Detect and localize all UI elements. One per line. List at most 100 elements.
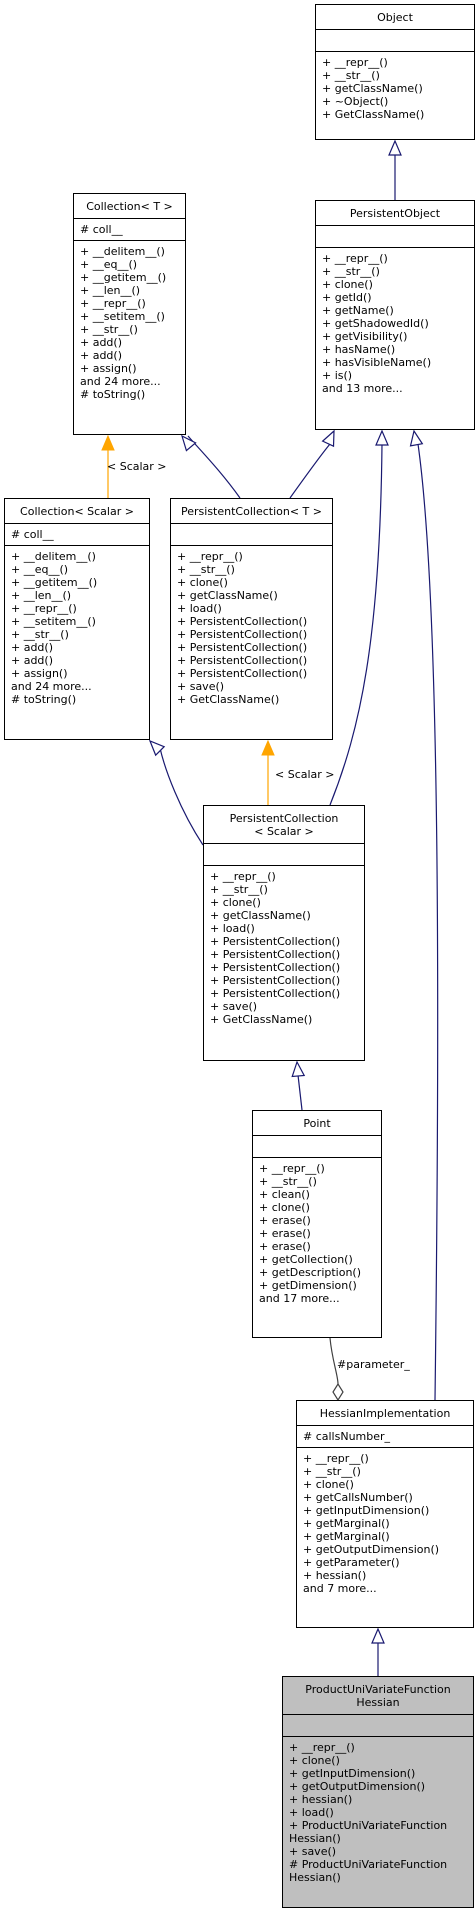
method-row: + getCallsNumber()	[303, 1491, 413, 1504]
method-row: + ~Object()	[322, 95, 389, 108]
class-point[interactable]: Point + __repr__()+ __str__()+ clean()+ c…	[252, 1110, 382, 1338]
method-row: + add()	[11, 654, 54, 667]
method-row: + load()	[177, 602, 222, 615]
class-attributes: # coll__	[74, 219, 185, 241]
method-row: + __repr__()	[322, 56, 388, 69]
method-row: + assign()	[80, 362, 137, 375]
method-row: + save()	[177, 680, 225, 693]
method-row: + PersistentCollection()	[210, 987, 341, 1000]
method-row: + erase()	[259, 1240, 311, 1253]
method-row: + __str__()	[303, 1465, 361, 1478]
class-title-line: PersistentObject	[349, 207, 441, 220]
method-row: + getMarginal()	[303, 1517, 390, 1530]
inheritance-arrowhead	[321, 429, 335, 448]
class-title-line: PersistentCollection< T >	[181, 505, 322, 518]
class-title-line: Point	[303, 1117, 331, 1130]
class-collection-scalar[interactable]: Collection< Scalar ># coll__+ __delitem_…	[4, 498, 150, 740]
class-object[interactable]: Object+ __repr__()+ __str__()+ getClassN…	[315, 4, 475, 140]
method-row: + getInputDimension()	[303, 1504, 430, 1517]
method-row: + PersistentCollection()	[210, 948, 341, 961]
method-row: + __str__()	[322, 265, 380, 278]
class-title: PersistentObject	[316, 201, 474, 226]
method-row: + __setitem__()	[11, 615, 96, 628]
class-attributes	[253, 1136, 381, 1158]
method-row: # ProductUniVariateFunction	[289, 1858, 448, 1871]
class-methods: + __delitem__()+ __eq__()+ __getitem__()…	[74, 241, 185, 405]
class-attributes: # coll__	[5, 524, 149, 546]
class-attributes	[316, 226, 474, 248]
method-row: + clean()	[259, 1188, 310, 1201]
class-title: Collection< T >	[74, 194, 185, 219]
class-methods: + __repr__()+ __str__()+ clone()+ getCla…	[171, 546, 332, 710]
method-row: + __repr__()	[210, 870, 276, 883]
method-row: + __repr__()	[289, 1741, 355, 1754]
class-attributes	[283, 1715, 473, 1737]
method-row: + __repr__()	[259, 1162, 325, 1175]
method-row: + PersistentCollection()	[210, 935, 341, 948]
class-title-line: Object	[377, 11, 413, 24]
method-row: + getShadowedId()	[322, 317, 429, 330]
method-row: + assign()	[11, 667, 68, 680]
method-row: + __repr__()	[303, 1452, 369, 1465]
class-title-line: HessianImplementation	[319, 1407, 451, 1420]
method-row: + getInputDimension()	[289, 1767, 416, 1780]
class-methods: + __repr__()+ __str__()+ clone()+ getCla…	[204, 866, 364, 1030]
method-row: + clone()	[322, 278, 373, 291]
method-row: + __eq__()	[11, 563, 69, 576]
method-row: + PersistentCollection()	[177, 641, 308, 654]
method-row: + clone()	[177, 576, 228, 589]
template-arrowhead	[261, 739, 275, 756]
attribute-row: # coll__	[80, 223, 123, 236]
method-row: and 17 more...	[259, 1292, 340, 1305]
class-title-line: ProductUniVariateFunction	[305, 1683, 451, 1696]
class-methods: + __repr__()+ __str__()+ clone()+ getCal…	[297, 1448, 473, 1599]
attribute-row: # callsNumber_	[303, 1430, 391, 1443]
method-row: + __len__()	[80, 284, 141, 297]
method-row: + __str__()	[259, 1175, 317, 1188]
class-persistent-collection-t[interactable]: PersistentCollection< T > + __repr__()+ _…	[170, 498, 333, 740]
association-label-parameter: #parameter_	[337, 1358, 410, 1371]
method-row: + getOutputDimension()	[289, 1780, 426, 1793]
class-attributes	[204, 844, 364, 866]
method-row: + hasName()	[322, 343, 396, 356]
method-row: + getCollection()	[259, 1253, 353, 1266]
class-methods: + __repr__()+ clone()+ getInputDimension…	[283, 1737, 473, 1888]
method-row: + clone()	[259, 1201, 310, 1214]
method-row: + PersistentCollection()	[177, 667, 308, 680]
method-row: + getVisibility()	[322, 330, 408, 343]
method-row: + clone()	[303, 1478, 354, 1491]
inheritance-arrowhead	[375, 429, 389, 446]
class-methods: + __repr__()+ __str__()+ clean()+ clone(…	[253, 1158, 381, 1309]
method-row: + PersistentCollection()	[210, 974, 341, 987]
method-row: + erase()	[259, 1214, 311, 1227]
method-row: + add()	[80, 349, 123, 362]
class-collection-t[interactable]: Collection< T > # coll__ + __delitem__()+ …	[73, 193, 186, 435]
class-title: Object	[316, 5, 474, 30]
method-row: + __repr__()	[177, 550, 243, 563]
inheritance-edge	[159, 747, 204, 846]
method-row: + PersistentCollection()	[210, 961, 341, 974]
class-persistent-object[interactable]: PersistentObject+ __repr__()+ __str__()+…	[315, 200, 475, 430]
method-row: + __delitem__()	[11, 550, 96, 563]
method-row: + __str__()	[80, 323, 138, 336]
method-row: + __str__()	[322, 69, 380, 82]
inheritance-arrowhead	[388, 139, 402, 156]
method-row: + GetClassName()	[322, 108, 425, 121]
class-persistent-collection-scalar[interactable]: PersistentCollection< Scalar >+ __repr__…	[203, 805, 365, 1061]
class-hessian-implementation[interactable]: HessianImplementation # callsNumber_ + __r…	[296, 1400, 474, 1628]
class-attributes: # callsNumber_	[297, 1426, 473, 1448]
class-title-line: Collection< T >	[86, 200, 173, 213]
method-row: + getMarginal()	[303, 1530, 390, 1543]
method-row: + add()	[80, 336, 123, 349]
method-row: + __len__()	[11, 589, 72, 602]
aggregation-diamond	[332, 1382, 344, 1402]
method-row: + getDescription()	[259, 1266, 362, 1279]
method-row: + load()	[210, 922, 255, 935]
inheritance-arrowhead	[409, 429, 424, 447]
method-row: and 13 more...	[322, 382, 403, 395]
class-title: PersistentCollection< T >	[171, 499, 332, 524]
template-label-collection: < Scalar >	[107, 460, 167, 473]
class-title: HessianImplementation	[297, 1401, 473, 1426]
